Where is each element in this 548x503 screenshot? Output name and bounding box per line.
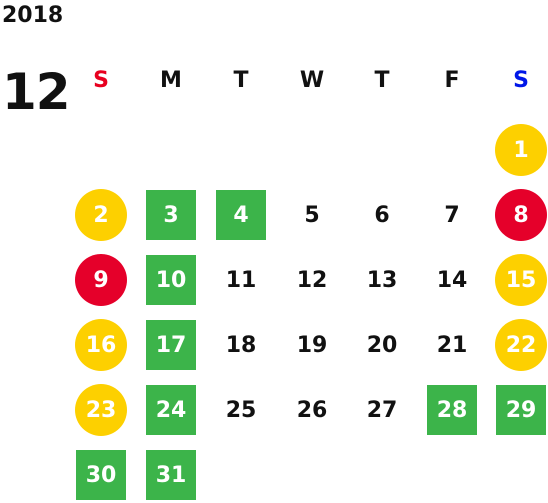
weekday-wednesday: W	[299, 68, 325, 93]
calendar-day: 6	[374, 202, 390, 228]
calendar-day: 13	[366, 267, 398, 293]
calendar-day: 30	[76, 450, 126, 500]
weekday-saturday: S	[513, 68, 529, 93]
calendar-month: 12	[2, 63, 71, 121]
calendar-day: 21	[436, 332, 468, 358]
weekday-sunday: S	[93, 68, 109, 93]
calendar-day: 9	[75, 254, 127, 306]
weekday-tuesday: T	[233, 68, 249, 93]
calendar-day: 26	[296, 397, 328, 423]
calendar-day: 14	[436, 267, 468, 293]
calendar-day: 3	[146, 190, 196, 240]
calendar-day: 11	[225, 267, 257, 293]
calendar-day: 12	[296, 267, 328, 293]
weekday-friday: F	[444, 68, 460, 93]
calendar-day: 25	[225, 397, 257, 423]
calendar-day: 16	[75, 319, 127, 371]
calendar-day: 18	[225, 332, 257, 358]
calendar-day: 31	[146, 450, 196, 500]
calendar-day: 17	[146, 320, 196, 370]
weekday-header: S M T W T F S	[66, 64, 548, 98]
calendar-day: 7	[444, 202, 460, 228]
calendar-day: 2	[75, 189, 127, 241]
calendar-day: 15	[495, 254, 547, 306]
calendar-day: 24	[146, 385, 196, 435]
weekday-monday: M	[160, 68, 182, 93]
calendar-day: 23	[75, 384, 127, 436]
calendar-day: 22	[495, 319, 547, 371]
calendar-day: 4	[216, 190, 266, 240]
calendar-day: 10	[146, 255, 196, 305]
calendar-day: 5	[304, 202, 320, 228]
calendar-day: 19	[296, 332, 328, 358]
calendar-day: 1	[495, 124, 547, 176]
calendar-day: 28	[427, 385, 477, 435]
calendar-day: 29	[496, 385, 546, 435]
calendar-year: 2018	[2, 3, 64, 28]
weekday-thursday: T	[374, 68, 390, 93]
calendar-day: 27	[366, 397, 398, 423]
calendar-day: 20	[366, 332, 398, 358]
calendar-day: 8	[495, 189, 547, 241]
